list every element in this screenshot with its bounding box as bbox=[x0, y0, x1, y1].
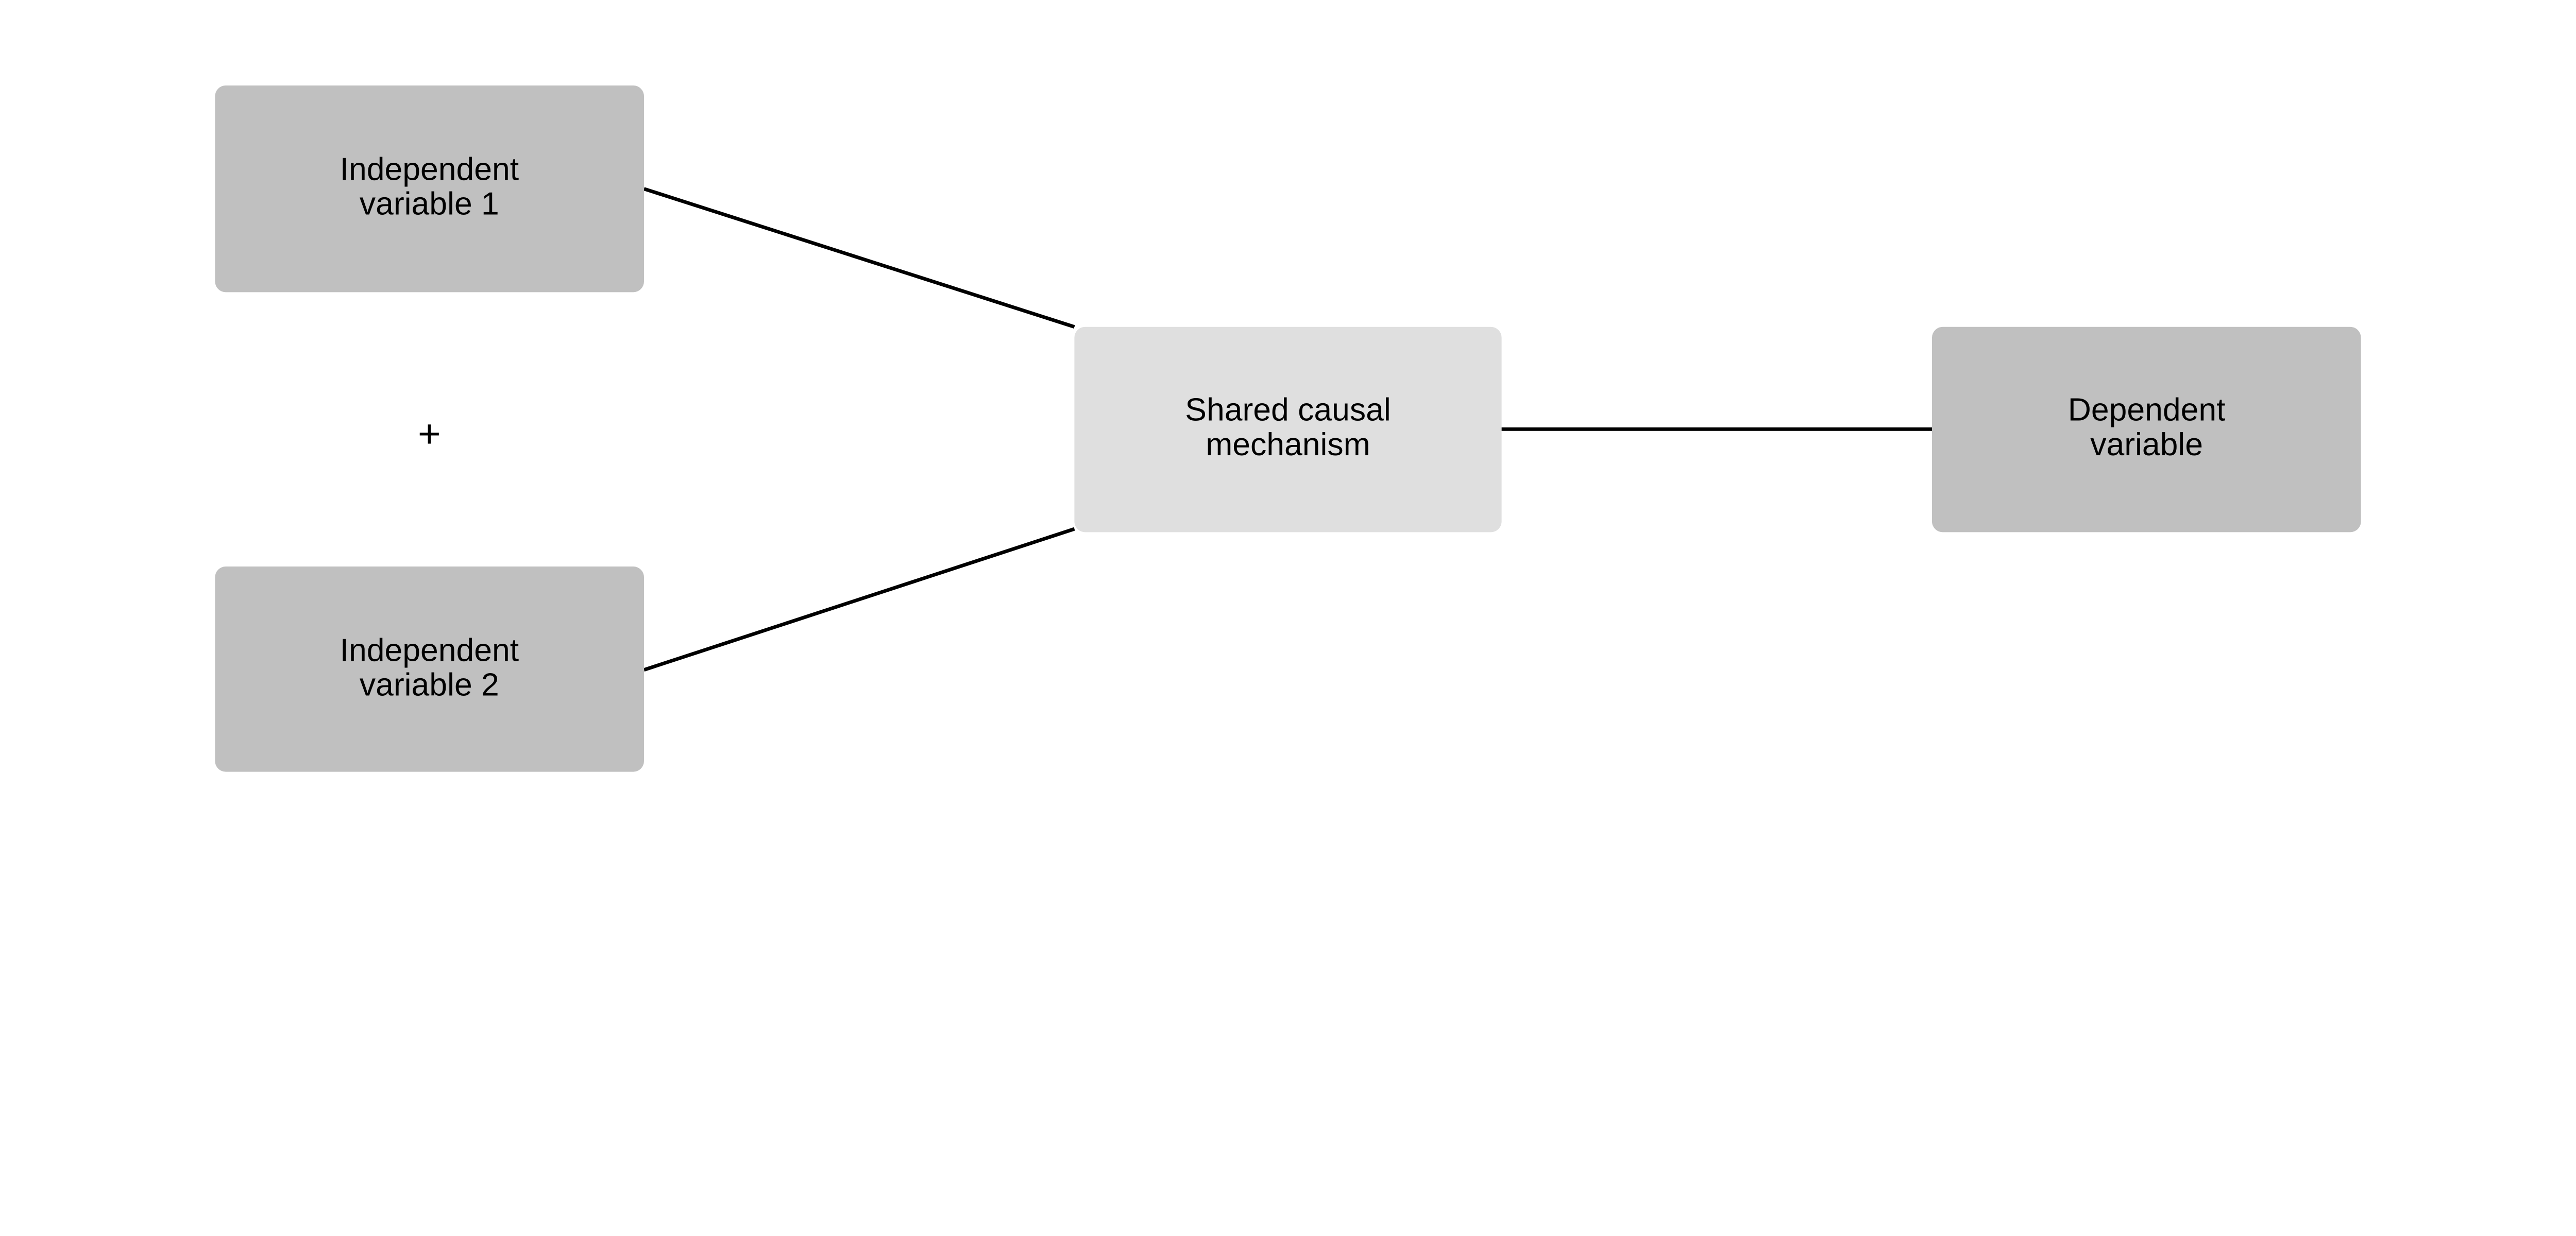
node-dependent-variable: Dependent variable bbox=[1931, 327, 2361, 533]
causal-diagram: Independent variable 1 + Independent var… bbox=[215, 85, 2361, 772]
node-label-line-2: variable bbox=[2090, 426, 2203, 462]
node-box bbox=[215, 566, 645, 772]
node-label-line-2: mechanism bbox=[1206, 426, 1370, 462]
node-shared-causal-mechanism: Shared causal mechanism bbox=[1074, 327, 1502, 533]
node-independent-variable-2: Independent variable 2 bbox=[215, 566, 645, 772]
node-label-line-1: Independent bbox=[340, 151, 519, 187]
node-label-line-1: Independent bbox=[340, 632, 519, 668]
node-box bbox=[1074, 327, 1502, 533]
node-label-line-1: Shared causal bbox=[1185, 392, 1391, 428]
node-label-line-2: variable 1 bbox=[360, 186, 499, 222]
node-independent-variable-1: Independent variable 1 bbox=[215, 85, 645, 293]
arrow-iv1-to-mechanism bbox=[643, 187, 1075, 329]
plus-operator: + bbox=[418, 412, 441, 456]
node-label-line-2: variable 2 bbox=[360, 667, 499, 703]
node-box bbox=[1931, 327, 2361, 533]
node-label-line-1: Dependent bbox=[2068, 392, 2226, 428]
arrow-iv2-to-mechanism bbox=[643, 527, 1075, 672]
node-box bbox=[215, 85, 645, 293]
